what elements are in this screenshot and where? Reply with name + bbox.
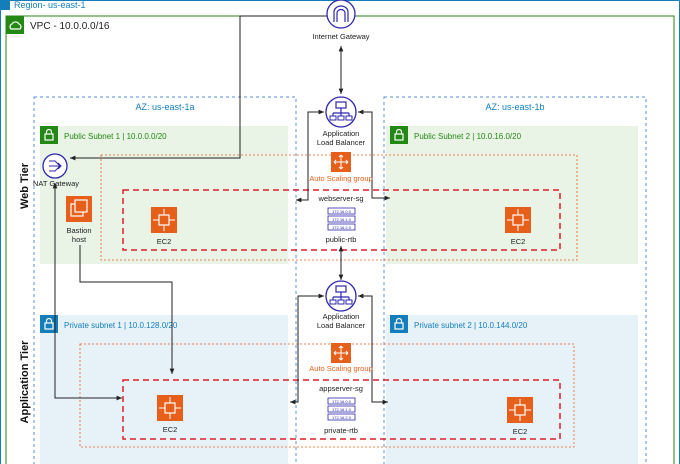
ec2-app-a: EC2 xyxy=(157,395,183,434)
web-load-balancer: Application Load Balancer xyxy=(317,96,366,147)
az-b: AZ: us-east-1b xyxy=(383,96,647,464)
svg-text:EC2: EC2 xyxy=(157,237,172,246)
private-subnet-2 xyxy=(386,315,638,464)
private-subnet-1 xyxy=(40,315,288,464)
web-tier-label: Web Tier xyxy=(19,162,31,209)
app-load-balancer: Application Load Balancer xyxy=(317,280,366,330)
connectors xyxy=(52,15,390,405)
vpc-cloud-icon xyxy=(6,16,24,34)
svg-text:AZ: us-east-1a: AZ: us-east-1a xyxy=(135,102,194,112)
bastion-host: Bastion host xyxy=(66,196,92,244)
svg-text:EC2: EC2 xyxy=(163,425,178,434)
svg-text:Auto Scaling group: Auto Scaling group xyxy=(309,174,372,183)
svg-text:Application: Application xyxy=(323,312,360,321)
svg-text:Load Balancer: Load Balancer xyxy=(317,321,366,330)
svg-text:172.16.2.0: 172.16.2.0 xyxy=(332,415,352,420)
svg-text:Load Balancer: Load Balancer xyxy=(317,138,366,147)
svg-text:Private subnet 2 | 10.0.144.0/: Private subnet 2 | 10.0.144.0/20 xyxy=(414,321,528,330)
lock-icon xyxy=(40,126,58,144)
public-rtb-label: public-rtb xyxy=(326,235,357,244)
region-label: Region- us-east-1 xyxy=(14,0,86,10)
lock-icon xyxy=(390,126,408,144)
ec2-web-b: EC2 xyxy=(505,207,531,246)
svg-text:Public Subnet 2 | 10.0.16.0/20: Public Subnet 2 | 10.0.16.0/20 xyxy=(414,132,522,141)
nat-gateway: NAT Gateway xyxy=(33,153,79,188)
az-a: AZ: us-east-1a xyxy=(33,96,297,464)
public-subnet-1-header: Public Subnet 1 | 10.0.0.0/20 xyxy=(40,126,167,144)
web-auto-scaling-group: Auto Scaling group xyxy=(309,152,373,183)
appserver-sg-frame xyxy=(122,379,561,440)
svg-text:172.16.2.0: 172.16.2.0 xyxy=(332,225,352,230)
public-subnet-2 xyxy=(386,126,638,264)
svg-text:172.16.1.0: 172.16.1.0 xyxy=(332,407,352,412)
svg-text:EC2: EC2 xyxy=(513,427,528,436)
vpc-label: VPC - 10.0.0.0/16 xyxy=(30,21,110,32)
svg-text:AZ: us-east-1b: AZ: us-east-1b xyxy=(485,102,544,112)
svg-text:172.16.1.0: 172.16.1.0 xyxy=(332,217,352,222)
svg-text:Private subnet 1 | 10.0.128.0/: Private subnet 1 | 10.0.128.0/20 xyxy=(64,321,178,330)
svg-text:EC2: EC2 xyxy=(511,237,526,246)
svg-text:NAT Gateway: NAT Gateway xyxy=(33,179,79,188)
public-subnet-2-header: Public Subnet 2 | 10.0.16.0/20 xyxy=(390,126,522,144)
region-flag-icon xyxy=(0,0,10,10)
svg-text:Auto Scaling group: Auto Scaling group xyxy=(309,364,372,373)
svg-text:172.16.0.0: 172.16.0.0 xyxy=(332,399,352,404)
private-rtb-label: private-rtb xyxy=(324,426,358,435)
public-route-table: 172.16.0.0 172.16.1.0 172.16.2.0 public-… xyxy=(326,207,357,244)
app-asg-frame xyxy=(79,343,575,448)
private-subnet-2-header: Private subnet 2 | 10.0.144.0/20 xyxy=(390,315,528,333)
application-tier-label: Application Tier xyxy=(19,340,31,424)
svg-text:Bastion: Bastion xyxy=(66,226,91,235)
internet-gateway: Internet Gateway xyxy=(312,0,370,41)
webserver-sg-label: webserver-sg xyxy=(317,194,363,203)
app-auto-scaling-group: Auto Scaling group xyxy=(309,343,373,373)
ec2-app-b: EC2 xyxy=(507,397,533,436)
private-route-table: 172.16.0.0 172.16.1.0 172.16.2.0 private… xyxy=(324,397,358,435)
appserver-sg-label: appserver-sg xyxy=(319,384,363,393)
internet-gateway-icon xyxy=(326,0,356,29)
svg-text:Application: Application xyxy=(323,129,360,138)
svg-text:Internet Gateway: Internet Gateway xyxy=(312,32,369,41)
lock-icon xyxy=(390,315,408,333)
svg-text:Public Subnet 1 | 10.0.0.0/20: Public Subnet 1 | 10.0.0.0/20 xyxy=(64,132,167,141)
svg-text:172.16.0.0: 172.16.0.0 xyxy=(332,209,352,214)
svg-text:host: host xyxy=(72,235,87,244)
ec2-web-a: EC2 xyxy=(151,207,177,246)
